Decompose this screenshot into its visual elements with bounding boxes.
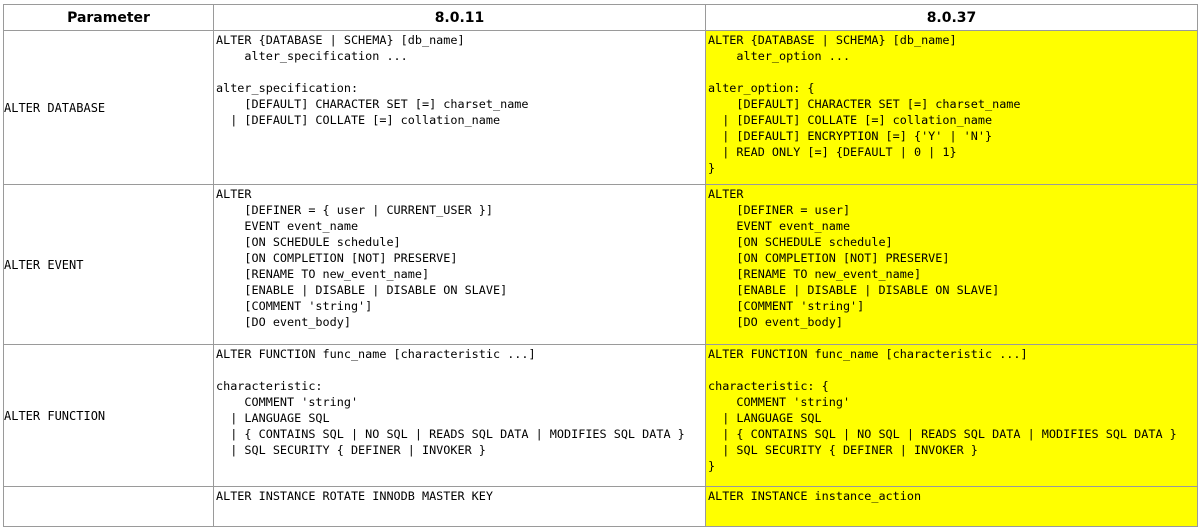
comparison-table: Parameter 8.0.11 8.0.37 ALTER DATABASE A… xyxy=(3,4,1198,527)
old-syntax-text: ALTER {DATABASE | SCHEMA} [db_name] alte… xyxy=(216,33,529,127)
new-syntax-cell: ALTER INSTANCE instance_action xyxy=(705,486,1198,527)
new-syntax-cell: ALTER {DATABASE | SCHEMA} [db_name] alte… xyxy=(705,30,1198,185)
table-row-alter-database: ALTER DATABASE ALTER {DATABASE | SCHEMA}… xyxy=(3,30,1198,185)
new-syntax-text: ALTER {DATABASE | SCHEMA} [db_name] alte… xyxy=(708,33,1021,175)
table-row-alter-instance: ALTER INSTANCE ROTATE INNODB MASTER KEY … xyxy=(3,486,1198,527)
header-row: Parameter 8.0.11 8.0.37 xyxy=(3,4,1198,31)
parameter-cell: ALTER EVENT xyxy=(3,184,214,345)
old-syntax-text: ALTER [DEFINER = { user | CURRENT_USER }… xyxy=(216,187,508,329)
new-syntax-text: ALTER INSTANCE instance_action xyxy=(708,489,922,503)
parameter-cell: ALTER DATABASE xyxy=(3,30,214,185)
header-new-version: 8.0.37 xyxy=(705,4,1198,31)
new-syntax-cell: ALTER FUNCTION func_name [characteristic… xyxy=(705,344,1198,487)
table-row-alter-function: ALTER FUNCTION ALTER FUNCTION func_name … xyxy=(3,344,1198,487)
header-parameter: Parameter xyxy=(3,4,214,31)
new-syntax-cell: ALTER [DEFINER = user] EVENT event_name … xyxy=(705,184,1198,345)
parameter-cell: ALTER FUNCTION xyxy=(3,344,214,487)
header-old-version: 8.0.11 xyxy=(213,4,706,31)
table-row-alter-event: ALTER EVENT ALTER [DEFINER = { user | CU… xyxy=(3,184,1198,345)
old-syntax-cell: ALTER INSTANCE ROTATE INNODB MASTER KEY xyxy=(213,486,706,527)
parameter-cell xyxy=(3,486,214,527)
old-syntax-text: ALTER FUNCTION func_name [characteristic… xyxy=(216,347,685,457)
old-syntax-text: ALTER INSTANCE ROTATE INNODB MASTER KEY xyxy=(216,489,493,503)
old-syntax-cell: ALTER {DATABASE | SCHEMA} [db_name] alte… xyxy=(213,30,706,185)
old-syntax-cell: ALTER FUNCTION func_name [characteristic… xyxy=(213,344,706,487)
old-syntax-cell: ALTER [DEFINER = { user | CURRENT_USER }… xyxy=(213,184,706,345)
new-syntax-text: ALTER [DEFINER = user] EVENT event_name … xyxy=(708,187,1000,329)
new-syntax-text: ALTER FUNCTION func_name [characteristic… xyxy=(708,347,1177,473)
